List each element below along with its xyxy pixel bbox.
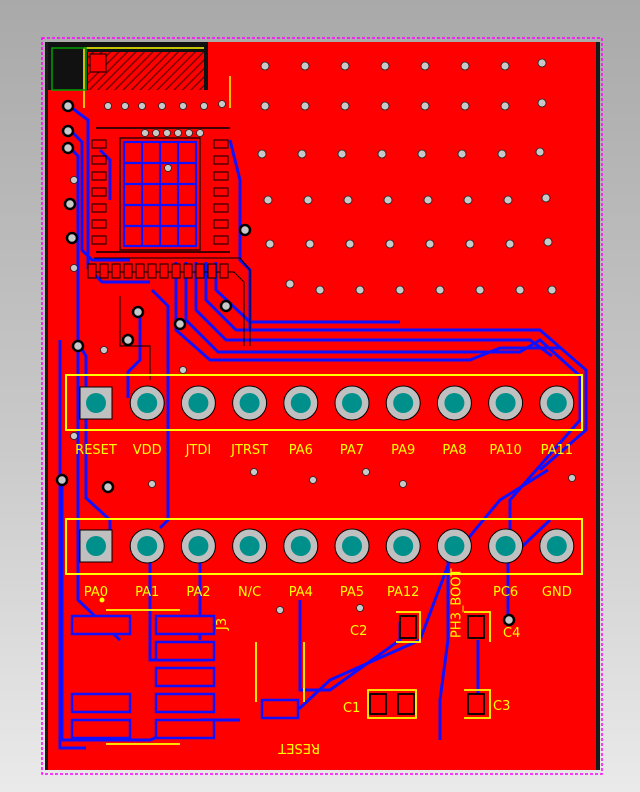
- top_header-pin-label: PA10: [489, 443, 521, 458]
- top_header-pin-label: PA6: [289, 443, 313, 458]
- reset-button-label: RESET: [278, 740, 320, 755]
- bottom_header-pad-hole: [546, 536, 567, 556]
- bottom_header-pin-label: PA1: [135, 585, 159, 600]
- bottom_header-pin-label: PA0: [84, 585, 108, 600]
- board-edge-left: [45, 42, 48, 770]
- top_header-pad-hole: [290, 393, 311, 413]
- top_header-pin-label: RESET: [75, 443, 117, 458]
- module-silk: [83, 47, 231, 108]
- top_header-pin-label: PA7: [340, 443, 364, 458]
- top_header-pad-hole: [239, 393, 260, 413]
- j3-silk: [106, 609, 180, 745]
- module-pad: [89, 53, 107, 73]
- bottom-header-pads: [79, 528, 575, 564]
- c4-label: C4: [503, 626, 520, 641]
- top_header-pin-label: PA11: [541, 443, 573, 458]
- bottom-header-outline: [65, 518, 583, 575]
- top-header-outline: [65, 374, 583, 431]
- module-hatch: [88, 52, 204, 90]
- bottom_header-pin-label: PA2: [186, 585, 210, 600]
- top_header-pad-hole: [342, 393, 362, 413]
- top_header-pad-hole: [137, 393, 158, 413]
- top-header-labels: RESET VDD JTDI JTRST PA6 PA7 PA9 PA8 PA10 PA11: [75, 443, 573, 458]
- via-grid: [70, 58, 576, 614]
- bottom_header-pad-hole: [239, 536, 260, 556]
- capacitor-silk: [367, 611, 491, 719]
- bottom_header-pad-hole: [290, 536, 311, 556]
- j3-label: J3: [215, 618, 230, 631]
- capacitor-pads: [369, 615, 485, 715]
- bottom_header-pin-label: PA12: [387, 585, 419, 600]
- chip-pins: [87, 139, 229, 279]
- pin1-dot: [99, 597, 105, 603]
- top_header-pad-hole: [444, 393, 465, 413]
- bottom_header-pin-label: PH3_BOOT: [449, 568, 464, 638]
- bottom_header-pin-label: PA4: [289, 585, 313, 600]
- j3-pads: [70, 614, 216, 740]
- top_header-pad-hole: [546, 393, 567, 413]
- c1-label: C1: [343, 701, 360, 716]
- bottom_header-pin-label: GND: [542, 585, 572, 600]
- top_header-pad-hole: [495, 393, 516, 413]
- board-edge: [596, 42, 600, 770]
- mcu-chip: [96, 127, 230, 253]
- top_header-pin-label: JTRST: [230, 443, 268, 458]
- bottom_header-pad-hole: [86, 536, 106, 556]
- bottom_header-pad-hole: [188, 536, 209, 556]
- vias-large: [55, 99, 516, 627]
- bottom_header-pin-label: N/C: [238, 585, 261, 600]
- top_header-pin-label: JTDI: [185, 443, 212, 458]
- bottom_header-pad-hole: [495, 536, 516, 556]
- c3-label: C3: [493, 699, 510, 714]
- c2-label: C2: [350, 624, 367, 639]
- top-header-pads: [79, 385, 575, 421]
- bottom_header-pin-label: PC6: [493, 585, 518, 600]
- bottom_header-pad-hole: [444, 536, 465, 556]
- board-outline: [41, 37, 603, 775]
- top_header-pad-hole: [86, 393, 106, 413]
- reset-button-footprint: [255, 642, 305, 720]
- bottom_header-pad-hole: [393, 536, 414, 556]
- bottom-header-labels: PA0 PA1 PA2 N/C PA4 PA5 PA12 PH3_BOOT PC6 GND: [84, 568, 572, 638]
- bottom_header-pad-hole: [137, 536, 158, 556]
- module-corner: [51, 47, 87, 91]
- top_header-pin-label: PA8: [442, 443, 466, 458]
- top_header-pad-hole: [393, 393, 414, 413]
- top_header-pad-hole: [188, 393, 209, 413]
- top_header-pin-label: PA9: [391, 443, 415, 458]
- bottom_header-pad-hole: [342, 536, 362, 556]
- top_header-pin-label: VDD: [133, 443, 162, 458]
- bottom_header-pin-label: PA5: [340, 585, 364, 600]
